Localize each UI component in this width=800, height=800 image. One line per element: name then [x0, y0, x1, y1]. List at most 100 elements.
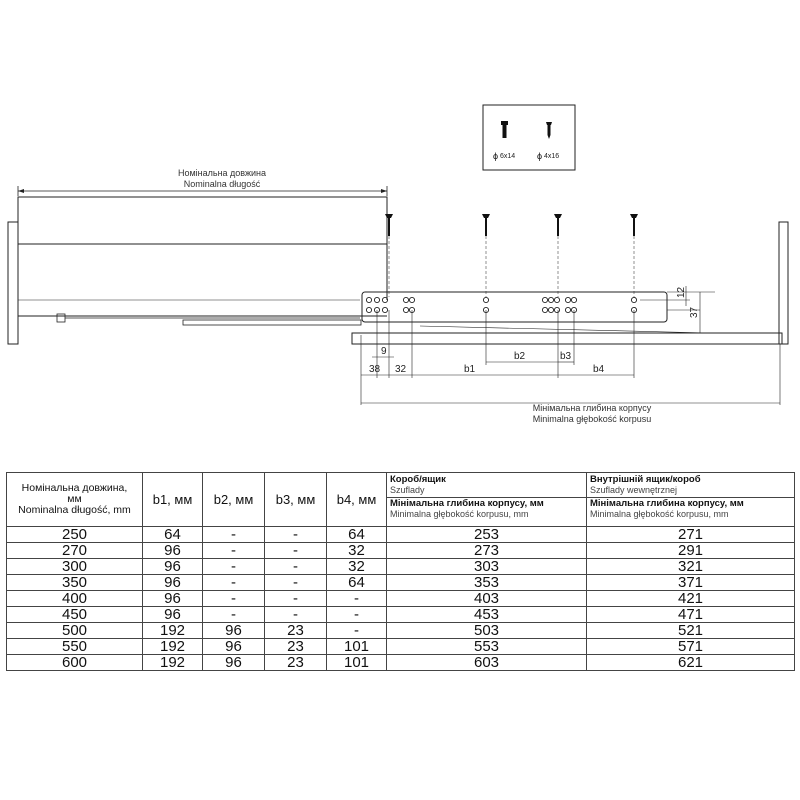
table-cell: 64 [326, 526, 387, 543]
table-cell: 503 [386, 622, 587, 639]
table-cell: 23 [264, 638, 327, 655]
table-cell: - [326, 622, 387, 639]
min-depth-ua: Мінімальна глибина корпусу [533, 403, 652, 413]
table-cell: 101 [326, 638, 387, 655]
table-cell: 273 [386, 542, 587, 559]
dim-9: 9 [381, 346, 387, 357]
svg-text:ϕ: ϕ [537, 151, 542, 161]
dim-b3: b3 [560, 351, 572, 362]
table-cell: 101 [326, 654, 387, 671]
table-cell: 500 [6, 622, 143, 639]
table-cell: - [264, 574, 327, 591]
table-cell: - [202, 542, 265, 559]
table-cell: 64 [142, 526, 203, 543]
table-cell: 450 [6, 606, 143, 623]
table-cell: - [264, 558, 327, 575]
mounting-screws [385, 214, 638, 236]
table-cell: 321 [586, 558, 795, 575]
table-cell: 600 [6, 654, 143, 671]
table-cell: 23 [264, 622, 327, 639]
vertical-dimensions [640, 286, 715, 334]
table-cell: 550 [6, 638, 143, 655]
table-cell: - [264, 526, 327, 543]
table-cell: 400 [6, 590, 143, 607]
dim-12: 12 [676, 286, 687, 298]
dim-b1: b1 [464, 364, 476, 375]
table-cell: 96 [142, 542, 203, 559]
screw-4x16-icon [546, 122, 552, 139]
table-cell: - [202, 526, 265, 543]
col-header-inner: Внутрішній ящик/короб Szuflady wewnętrzn… [586, 472, 795, 527]
table-cell: 303 [386, 558, 587, 575]
svg-text:ϕ: ϕ [493, 151, 498, 161]
table-cell: 621 [586, 654, 795, 671]
table-cell: - [202, 606, 265, 623]
dim-38: 38 [369, 364, 381, 375]
col-header-b3: b3, мм [264, 472, 327, 527]
dim-b2: b2 [514, 351, 526, 362]
table-cell: - [264, 590, 327, 607]
nominal-length-dimension: Номінальна довжина Nominalna długość [17, 168, 388, 196]
table-cell: 192 [142, 638, 203, 655]
table-cell: 250 [6, 526, 143, 543]
table-cell: 96 [202, 622, 265, 639]
table-cell: 603 [386, 654, 587, 671]
table-cell: 192 [142, 654, 203, 671]
drawer-box [7, 196, 388, 345]
table-cell: - [202, 590, 265, 607]
table-cell: 271 [586, 526, 795, 543]
table-cell: - [202, 574, 265, 591]
table-cell: 64 [326, 574, 387, 591]
table-cell: 96 [142, 590, 203, 607]
min-depth-pl: Minimalna głębokość korpusu [533, 414, 652, 424]
table-cell: 96 [202, 654, 265, 671]
horizontal-dimensions [360, 310, 781, 405]
table-cell: 96 [142, 606, 203, 623]
table-cell: 32 [326, 558, 387, 575]
table-cell: 192 [142, 622, 203, 639]
screw1-label: 6x14 [500, 153, 515, 160]
table-cell: 32 [326, 542, 387, 559]
table-cell: 96 [142, 558, 203, 575]
table-cell: 23 [264, 654, 327, 671]
table-cell: - [326, 590, 387, 607]
table-cell: 96 [142, 574, 203, 591]
technical-drawing: ϕ 6x14 ϕ 4x16 Номінальна довжина Nominal… [7, 104, 789, 424]
table-cell: 371 [586, 574, 795, 591]
col-header-b1: b1, мм [142, 472, 203, 527]
col-header-box: Короб/ящик Szuflady Мінімальна глибина к… [386, 472, 587, 527]
table-cell: 421 [586, 590, 795, 607]
dim-b4: b4 [593, 364, 605, 375]
table-cell: 350 [6, 574, 143, 591]
table-cell: 403 [386, 590, 587, 607]
table-cell: 571 [586, 638, 795, 655]
col-header-length: Номінальна довжина, мм Nominalna długość… [6, 472, 143, 527]
col-header-b4: b4, мм [326, 472, 387, 527]
screw2-label: 4x16 [544, 153, 559, 160]
table-cell: - [264, 542, 327, 559]
table-cell: 300 [6, 558, 143, 575]
screw-legend: ϕ 6x14 ϕ 4x16 [482, 104, 576, 171]
cabinet-rear-panel [778, 221, 789, 345]
dim-32: 32 [395, 364, 407, 375]
table-cell: 471 [586, 606, 795, 623]
table-cell: 521 [586, 622, 795, 639]
table-cell: 353 [386, 574, 587, 591]
table-cell: 291 [586, 542, 795, 559]
slide-rail [351, 291, 783, 345]
dim-37: 37 [689, 306, 700, 318]
table-cell: - [202, 558, 265, 575]
nominal-length-pl: Nominalna długość [184, 179, 261, 189]
table-cell: 453 [386, 606, 587, 623]
table-cell: 270 [6, 542, 143, 559]
table-cell: 553 [386, 638, 587, 655]
